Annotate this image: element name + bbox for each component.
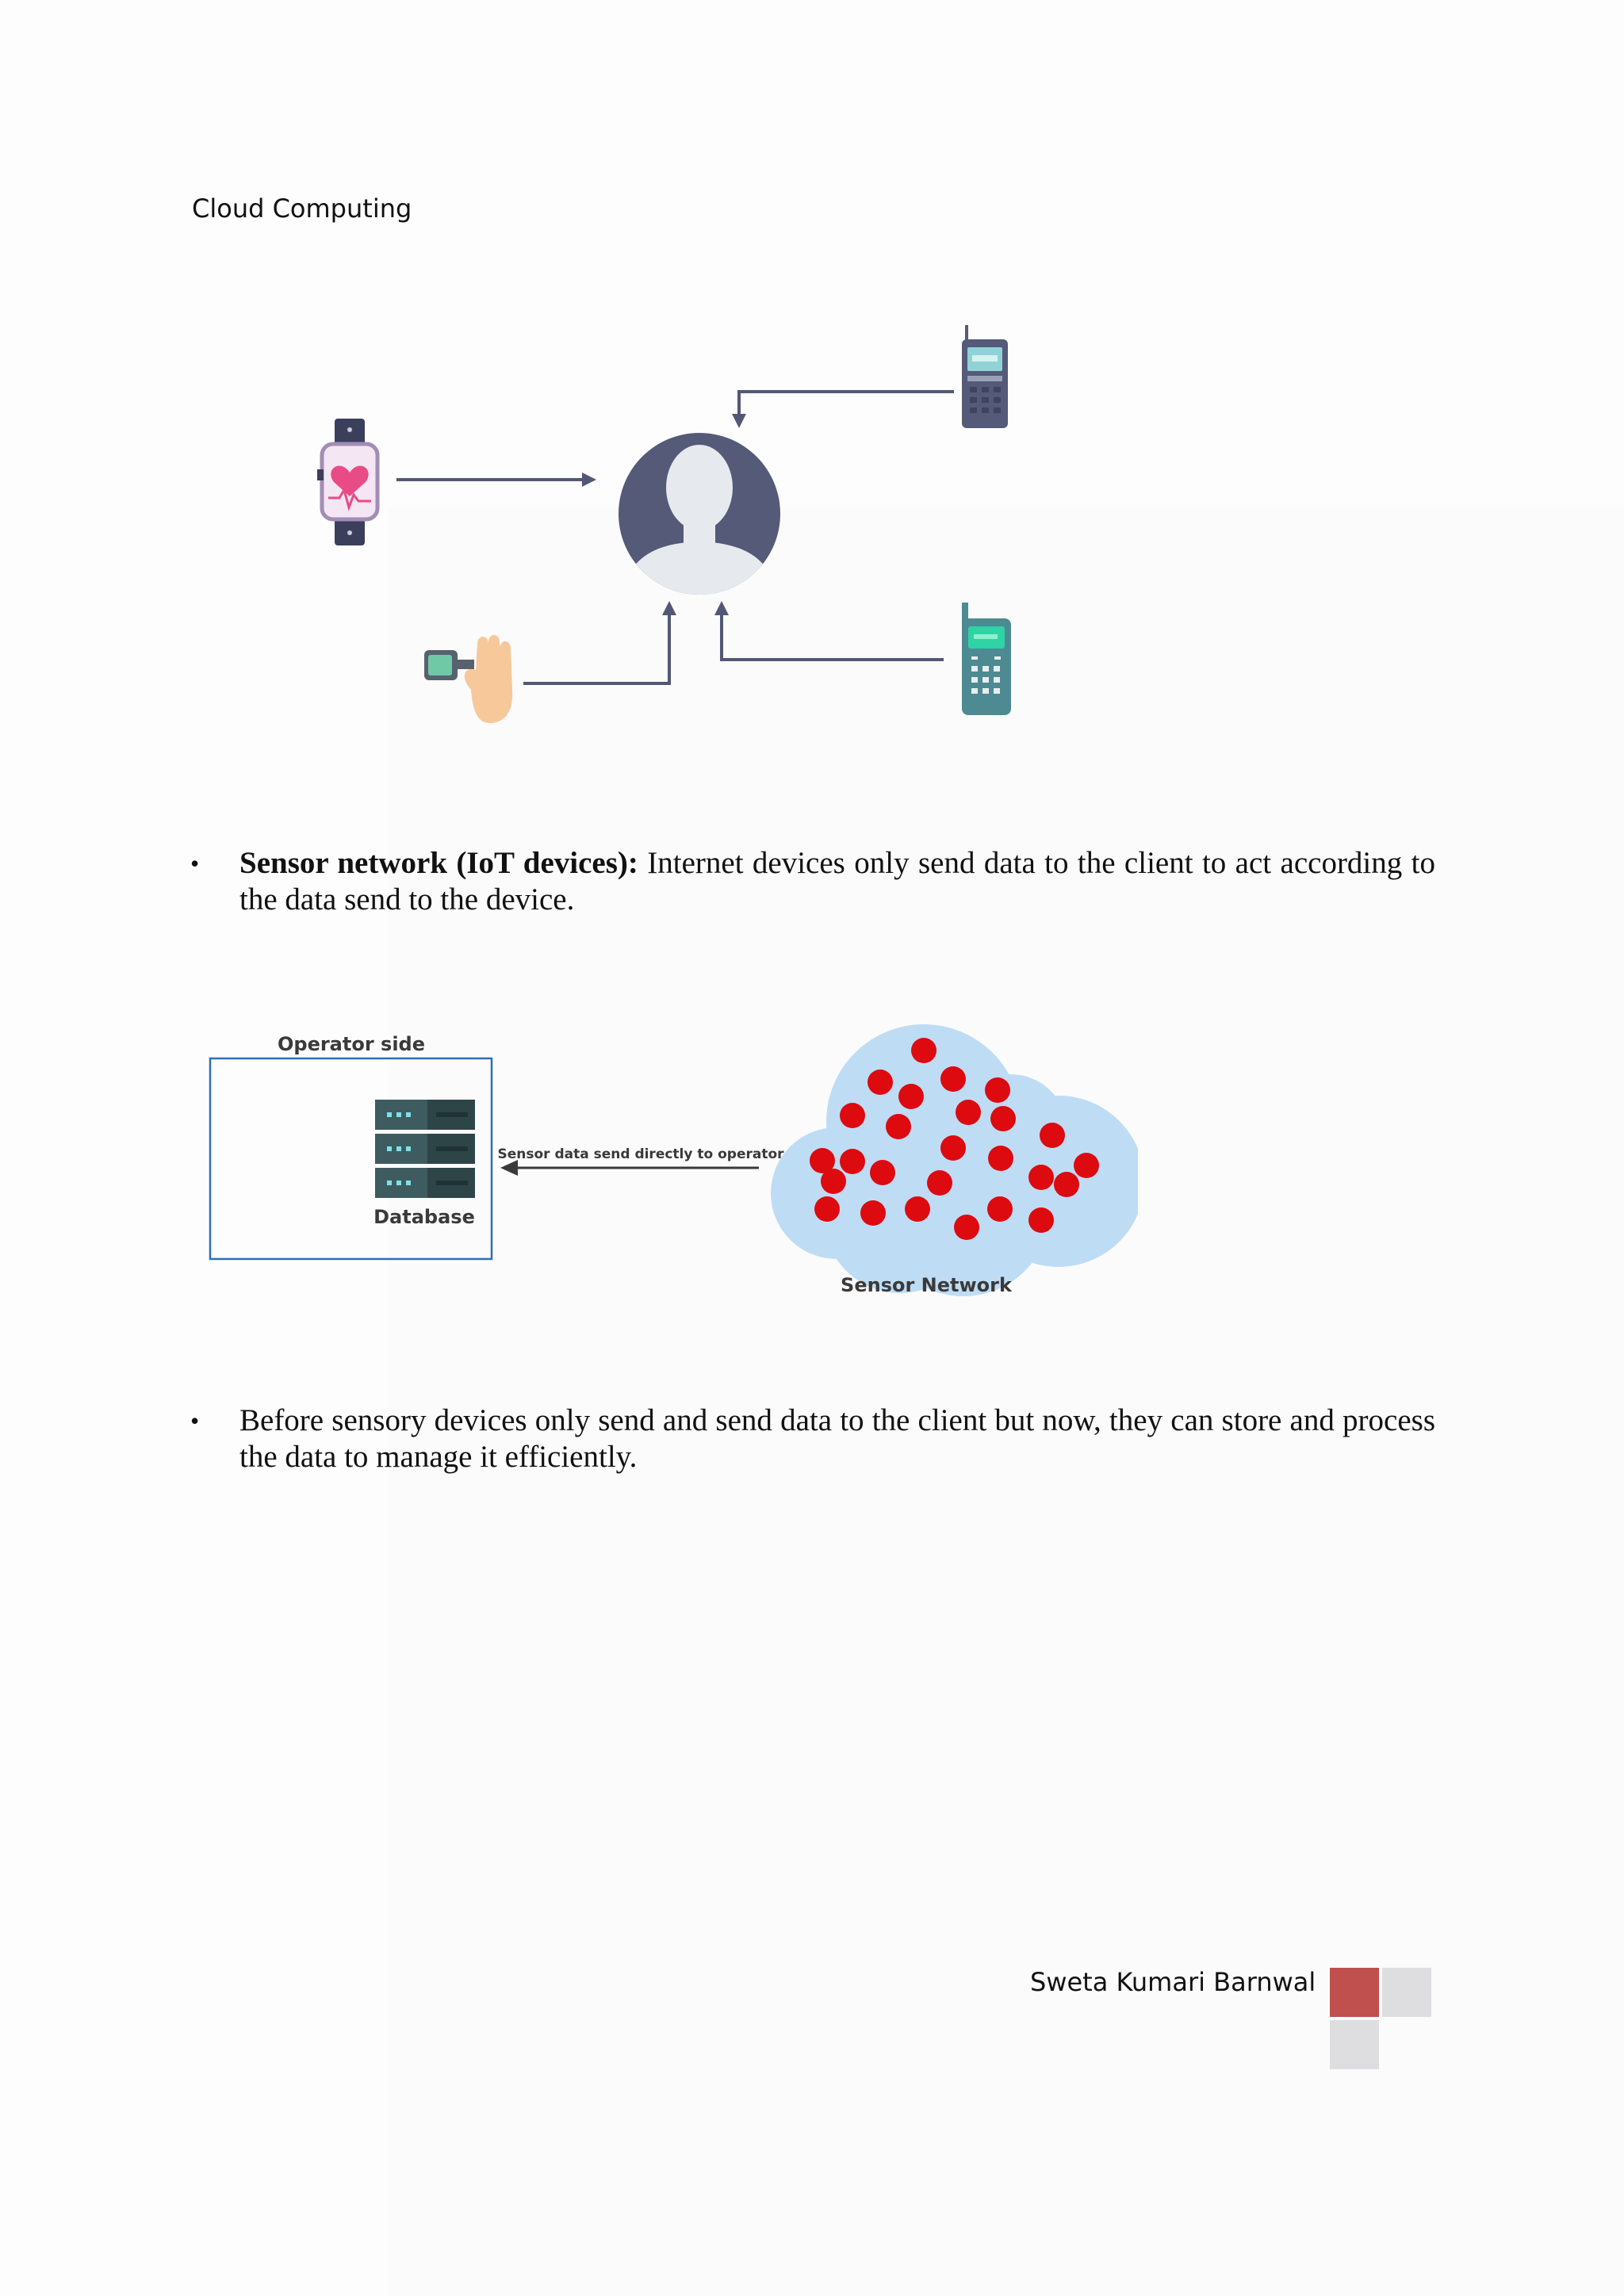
sensor-node — [868, 1070, 893, 1095]
sensor-node — [810, 1148, 835, 1173]
arrow-label: Sensor data send directly to operator — [497, 1146, 784, 1162]
sensor-node — [988, 1146, 1013, 1171]
bullet-dot: • — [190, 1406, 200, 1435]
database-icon — [375, 1100, 475, 1198]
sensor-node — [840, 1103, 865, 1128]
bullet-text: Sensor network (IoT devices): Internet d… — [239, 845, 1435, 918]
operator-side-label: Operator side — [278, 1033, 425, 1055]
sensor-node — [954, 1215, 979, 1240]
sensor-node — [1028, 1165, 1054, 1190]
page-header-title: Cloud Computing — [192, 193, 412, 224]
sensor-node — [940, 1066, 966, 1092]
footer-decor-square — [1330, 2020, 1379, 2069]
sensor-node — [1074, 1153, 1099, 1178]
sensor-node — [1028, 1207, 1054, 1233]
bullet-item: • Sensor network (IoT devices): Internet… — [190, 845, 1435, 918]
mobile-phone-icon — [962, 603, 1011, 715]
footer-decor-square — [1382, 1968, 1431, 2017]
sensor-node — [821, 1169, 846, 1194]
user-avatar-icon — [619, 433, 780, 595]
sensor-node — [905, 1196, 930, 1222]
sensor-node — [985, 1077, 1010, 1103]
smartwatch-heart-icon — [317, 419, 380, 545]
sensor-node — [940, 1135, 966, 1161]
page-background — [389, 507, 1624, 2296]
iot-devices-diagram — [317, 325, 1011, 723]
sensor-node — [956, 1100, 981, 1125]
bullet-body: Before sensory devices only send and sen… — [239, 1403, 1435, 1474]
sensor-network-label: Sensor Network — [841, 1274, 1013, 1296]
sensor-nodes — [810, 1038, 1099, 1240]
bullet-body: Internet devices only send data to the c… — [239, 846, 1435, 916]
database-label: Database — [373, 1206, 475, 1228]
sensor-node — [987, 1196, 1013, 1222]
operator-box — [209, 1057, 493, 1261]
sensor-node — [990, 1106, 1016, 1131]
bullet-item: • Before sensory devices only send and s… — [190, 1402, 1435, 1475]
footer-author: Sweta Kumari Barnwal — [1030, 1967, 1316, 1997]
sensor-node — [911, 1038, 936, 1063]
sensor-node — [840, 1149, 865, 1174]
sensor-node — [1040, 1123, 1065, 1148]
bullet-bold: Sensor network (IoT devices): — [239, 846, 638, 880]
sensor-network-diagram: Operator side Database Sensor data send … — [209, 1024, 1138, 1296]
bullet-dot: • — [190, 849, 200, 878]
sensor-node — [1054, 1172, 1079, 1197]
sensor-node — [870, 1160, 895, 1185]
bullet-text: Before sensory devices only send and sen… — [239, 1402, 1435, 1475]
sensor-node — [860, 1200, 886, 1226]
sensor-node — [814, 1196, 840, 1222]
feature-phone-icon — [962, 325, 1008, 428]
footer-decor-square — [1330, 1968, 1379, 2017]
sensor-node — [927, 1170, 952, 1196]
sensor-node — [886, 1114, 911, 1139]
finger-sensor-icon — [424, 635, 513, 723]
sensor-node — [898, 1084, 924, 1109]
